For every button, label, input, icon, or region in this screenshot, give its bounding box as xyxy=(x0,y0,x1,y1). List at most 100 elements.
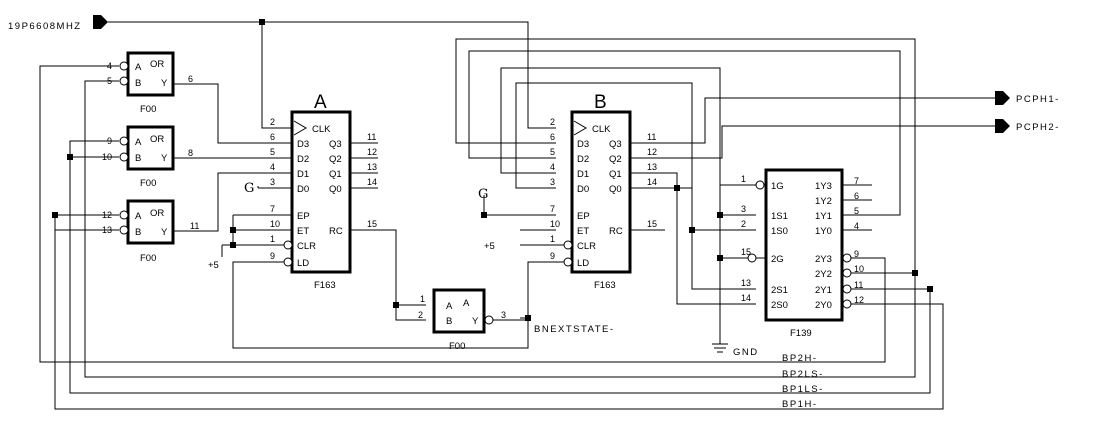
pin-label: CLR xyxy=(297,241,316,252)
pin-number: 1 xyxy=(420,294,425,304)
gate-part-number: F00 xyxy=(140,104,156,115)
pin-number: 15 xyxy=(647,219,657,229)
pin-label: LD xyxy=(297,258,309,269)
nand-gate: A A B Y 1 2 3 F00 xyxy=(418,288,528,352)
pin-number: 4 xyxy=(550,162,555,172)
pin-number: 6 xyxy=(270,132,275,142)
pin-label: 2Y3 xyxy=(815,254,832,265)
pin-number: 11 xyxy=(190,221,199,231)
gate-input-a: A xyxy=(135,137,142,148)
pin-number: 1 xyxy=(741,174,746,184)
pin-number: 6 xyxy=(854,191,859,201)
pin-number: 13 xyxy=(647,162,657,172)
gate-title: OR xyxy=(150,134,164,145)
pin-number: 15 xyxy=(741,247,751,257)
pin-number: 7 xyxy=(854,176,859,186)
wiring xyxy=(39,15,1010,410)
pin-number: 10 xyxy=(270,219,280,229)
pin-number: 7 xyxy=(550,204,555,214)
pin-label: RC xyxy=(609,226,623,237)
pin-label: EP xyxy=(577,211,590,222)
gate-output: Y xyxy=(161,78,168,89)
pin-number: 8 xyxy=(188,148,193,158)
pin-label: D0 xyxy=(297,184,309,195)
clock-net-label: 19P6608MHZ xyxy=(8,21,82,32)
plus5-label-b: +5 xyxy=(484,241,495,252)
pin-label: 1G xyxy=(771,181,784,192)
clock-input-flag xyxy=(93,15,108,29)
or-gate-3: OR A B Y 12 13 11 F00 xyxy=(102,199,199,264)
pin-number: 9 xyxy=(270,251,275,261)
gate-output: Y xyxy=(472,316,479,327)
pin-number: 6 xyxy=(550,132,555,142)
or-gate-2: OR A B Y 9 10 8 F00 xyxy=(102,125,193,189)
pin-number: 14 xyxy=(367,177,377,187)
pin-label: D1 xyxy=(297,169,309,180)
pin-number: 6 xyxy=(188,74,193,84)
gate-part-number: F00 xyxy=(140,253,156,264)
pin-number: 1 xyxy=(270,234,275,244)
or-gate-1: OR A B Y 4 5 6 F00 xyxy=(107,51,193,115)
pin-number: 2 xyxy=(418,310,423,320)
counter-part-number: F163 xyxy=(594,280,616,291)
pin-label: 2Y1 xyxy=(815,285,832,296)
gate-input-a: A xyxy=(135,211,142,222)
pin-label: EP xyxy=(297,211,310,222)
g-label-b: G xyxy=(478,187,488,202)
pin-number: 3 xyxy=(270,177,275,187)
bnextstate-label: BNEXTSTATE- xyxy=(534,324,615,335)
pin-number: 11 xyxy=(647,132,656,142)
pin-number: 5 xyxy=(854,206,859,216)
pin-label: 2S1 xyxy=(771,285,788,296)
counter-name: B xyxy=(594,92,607,113)
gate-output: Y xyxy=(161,227,168,238)
pin-number: 2 xyxy=(741,219,746,229)
pin-number: 5 xyxy=(550,147,555,157)
pin-number: 9 xyxy=(107,136,112,146)
pin-label: 1S1 xyxy=(771,211,788,222)
pin-label: Q3 xyxy=(329,139,342,150)
pin-number: 7 xyxy=(270,204,275,214)
gate-input-b: B xyxy=(135,227,141,238)
pin-number: 4 xyxy=(270,162,275,172)
gate-title: OR xyxy=(150,59,164,70)
pcph1-label: PCPH1- xyxy=(1016,94,1060,105)
pin-number: 3 xyxy=(741,204,746,214)
pin-number: 5 xyxy=(270,147,275,157)
pin-number: 15 xyxy=(367,219,377,229)
pin-label: RC xyxy=(329,226,343,237)
pin-number: 4 xyxy=(854,221,859,231)
pin-number: 9 xyxy=(854,249,859,259)
pin-label: CLK xyxy=(312,124,331,135)
pin-number: 13 xyxy=(102,225,112,235)
bp2ls-label: BP2LS- xyxy=(782,369,824,380)
pin-label: D2 xyxy=(297,154,309,165)
pin-label: 1Y0 xyxy=(815,226,832,237)
pin-number: 4 xyxy=(107,61,112,71)
pin-label: 1Y3 xyxy=(815,181,832,192)
pin-number: 14 xyxy=(647,177,657,187)
pin-label: 1Y2 xyxy=(815,196,832,207)
pin-number: 13 xyxy=(367,162,377,172)
pin-label: Q3 xyxy=(609,139,622,150)
pin-label: LD xyxy=(577,258,589,269)
pin-label: D2 xyxy=(577,154,589,165)
pin-number: 11 xyxy=(367,132,376,142)
pin-number: 1 xyxy=(550,234,555,244)
pin-label: CLR xyxy=(577,241,596,252)
pin-label: Q1 xyxy=(609,169,622,180)
pin-label: D0 xyxy=(577,184,589,195)
pin-label: Q2 xyxy=(609,154,622,165)
pin-label: ET xyxy=(297,226,309,237)
pin-label: D3 xyxy=(297,139,309,150)
pin-label: 2S0 xyxy=(771,300,788,311)
pin-number: 2 xyxy=(270,117,275,127)
pin-label: D3 xyxy=(577,139,589,150)
pin-number: 13 xyxy=(741,278,751,288)
pin-label: 1Y1 xyxy=(815,211,832,222)
